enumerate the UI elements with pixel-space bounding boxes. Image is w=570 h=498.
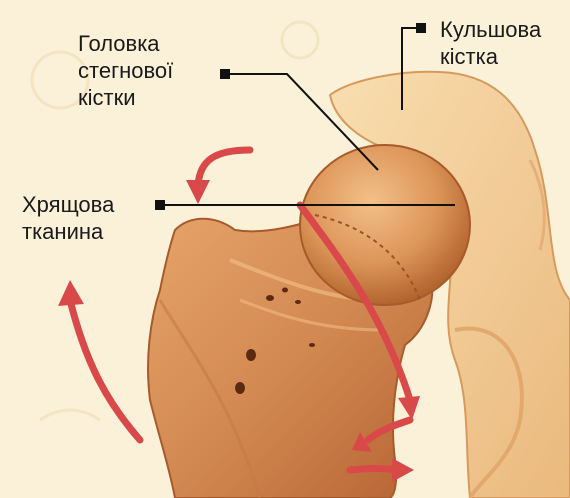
extension-arrow-bottom bbox=[350, 469, 395, 471]
rotation-arrow-top bbox=[198, 150, 250, 185]
label-femoral-head: Головка стегнової кістки bbox=[78, 30, 173, 111]
label-hip-bone: Кульшова кістка bbox=[440, 16, 541, 70]
femoral-head bbox=[300, 145, 470, 305]
flexion-arrow-left bbox=[70, 300, 140, 440]
label-cartilage: Хрящова тканина bbox=[22, 191, 114, 245]
